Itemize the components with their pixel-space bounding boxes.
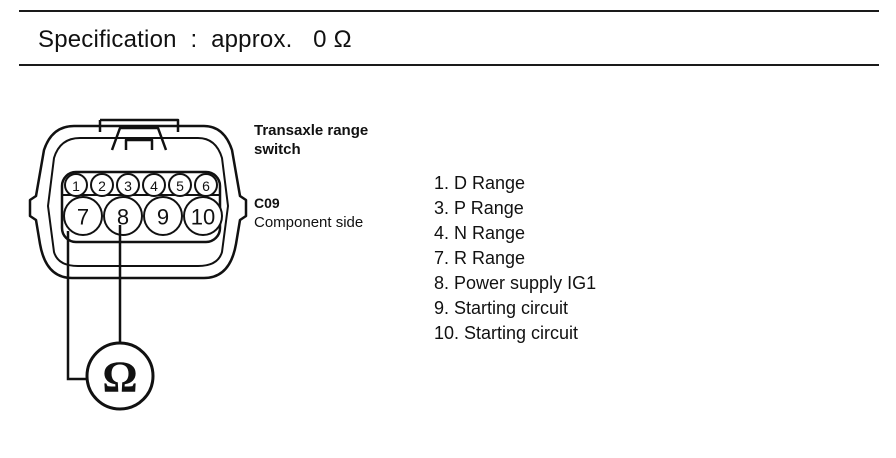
legend-item: 8. Power supply IG1 bbox=[434, 273, 597, 293]
pin-ring bbox=[64, 173, 88, 197]
connector-code: C09 bbox=[254, 195, 280, 211]
pin-number: 3 bbox=[124, 178, 132, 194]
specification-line: Specification : approx. 0 Ω bbox=[38, 25, 352, 55]
bottom-divider bbox=[19, 64, 879, 66]
top-pin-0: 1 bbox=[64, 173, 88, 197]
connector-housing-inner bbox=[47, 137, 229, 267]
spec-value: 0 bbox=[313, 26, 327, 53]
pin-number: 1 bbox=[72, 178, 80, 194]
pin-ring bbox=[183, 196, 223, 236]
top-pin-2: 3 bbox=[116, 173, 140, 197]
top-pin-1: 2 bbox=[90, 173, 114, 197]
pin-legend: 1. D Range 3. P Range 4. N Range 7. R Ra… bbox=[434, 171, 596, 346]
pin-ring bbox=[103, 196, 143, 236]
spec-unit: Ω bbox=[333, 26, 352, 53]
legend-item: 10. Starting circuit bbox=[434, 323, 579, 343]
pin-ring bbox=[194, 173, 218, 197]
top-pin-5: 6 bbox=[194, 173, 218, 197]
pin-ring bbox=[116, 173, 140, 197]
ohmmeter-ring bbox=[85, 341, 155, 411]
connector-side-label: Component side bbox=[254, 214, 364, 231]
pin-ring bbox=[168, 173, 192, 197]
legend-item: 1. D Range bbox=[434, 173, 526, 193]
bottom-pin-row: 7 8 9 10 bbox=[63, 196, 223, 236]
pin-ring bbox=[63, 196, 103, 236]
bottom-pin-3: 10 bbox=[183, 196, 223, 236]
legend-item: 7. R Range bbox=[434, 248, 526, 268]
top-pin-row: 1 2 3 4 5 6 bbox=[64, 173, 218, 197]
legend-item: 9. Starting circuit bbox=[434, 298, 569, 318]
spec-label: Specification bbox=[38, 26, 177, 53]
pin-ring bbox=[143, 196, 183, 236]
legend-item: 3. P Range bbox=[434, 198, 524, 218]
bottom-pin-0: 7 bbox=[63, 196, 103, 236]
pin-number: 4 bbox=[150, 178, 158, 194]
connector-name-line2: switch bbox=[254, 141, 301, 158]
connector-housing-outer bbox=[28, 124, 248, 280]
pin-ring bbox=[90, 173, 114, 197]
meter-lead-pin7 bbox=[66, 231, 86, 381]
pin-number: 6 bbox=[202, 178, 210, 194]
bottom-pin-1: 8 bbox=[103, 196, 143, 236]
spec-approx: approx. bbox=[211, 26, 293, 53]
spec-separator: : bbox=[190, 26, 198, 53]
legend-item: 4. N Range bbox=[434, 223, 526, 243]
pin-number: 8 bbox=[117, 205, 129, 230]
top-pin-4: 5 bbox=[168, 173, 192, 197]
pin-number: 9 bbox=[157, 205, 169, 230]
top-divider bbox=[19, 10, 879, 12]
connector-name-line1: Transaxle range bbox=[254, 122, 369, 139]
pin-number: 2 bbox=[98, 178, 106, 194]
ohmmeter: Ω bbox=[85, 341, 155, 411]
pin-ring bbox=[142, 173, 166, 197]
connector-latch bbox=[98, 118, 180, 151]
ohm-symbol-icon: Ω bbox=[102, 353, 137, 402]
connector-name: Transaxle range switch bbox=[254, 121, 368, 159]
pin-number: 7 bbox=[77, 205, 89, 230]
bottom-pin-2: 9 bbox=[143, 196, 183, 236]
pin-number: 5 bbox=[176, 178, 184, 194]
pin-number: 10 bbox=[191, 205, 215, 230]
top-pin-3: 4 bbox=[142, 173, 166, 197]
